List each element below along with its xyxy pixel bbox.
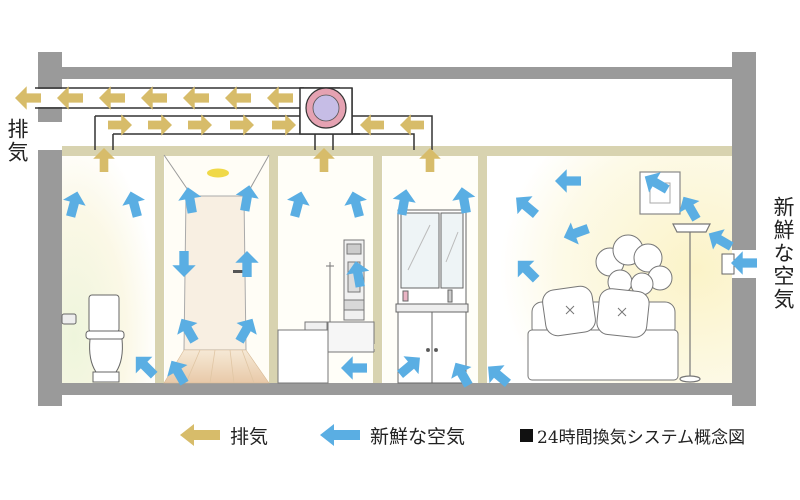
fresh-air-arrow bbox=[172, 251, 196, 277]
legend-exhaust-label: 排気 bbox=[230, 425, 269, 448]
exhaust-arrow bbox=[93, 148, 115, 172]
interior-partitions bbox=[62, 146, 732, 383]
fresh-air-arrow bbox=[731, 251, 757, 275]
fresh-air-arrow bbox=[452, 187, 476, 214]
fresh-air-arrow bbox=[287, 191, 310, 218]
supply-duct-right bbox=[352, 115, 433, 150]
sofa-icon bbox=[527, 285, 679, 381]
fresh-air-arrow bbox=[451, 362, 473, 388]
floor-vent-icon bbox=[374, 344, 382, 365]
fresh-air-arrow bbox=[178, 187, 202, 214]
fresh-air-arrow bbox=[63, 191, 86, 218]
fresh-air-arrow bbox=[341, 356, 367, 380]
ceiling-lamp-icon bbox=[207, 168, 229, 178]
left-wall-lower bbox=[38, 150, 62, 406]
supply-duct-middle bbox=[314, 134, 334, 150]
exhaust-arrow bbox=[400, 114, 424, 136]
fresh-air-arrow bbox=[235, 185, 259, 212]
roof-beam bbox=[38, 67, 754, 79]
fresh-air-arrow bbox=[346, 261, 370, 288]
partition-1 bbox=[155, 155, 164, 383]
exhaust-arrow bbox=[267, 86, 293, 110]
exhaust-arrow-icon bbox=[180, 424, 220, 446]
fresh-air-arrow bbox=[516, 196, 539, 218]
fresh-air-arrows bbox=[63, 169, 757, 388]
fresh-air-arrow bbox=[644, 172, 670, 194]
fresh-air-arrow bbox=[235, 318, 257, 344]
legend-fresh-air: 新鮮な空気 bbox=[318, 420, 465, 450]
exhaust-arrow bbox=[188, 114, 212, 136]
fresh-air-arrow bbox=[167, 360, 189, 386]
fresh-air-arrow bbox=[555, 169, 581, 193]
exhaust-arrow bbox=[225, 86, 251, 110]
fresh-air-arrow bbox=[708, 229, 734, 251]
exhaust-arrow bbox=[313, 148, 335, 172]
fresh-air-arrow bbox=[392, 189, 416, 216]
partition-3 bbox=[373, 155, 382, 383]
fresh-air-arrow bbox=[177, 318, 199, 344]
toilet-icon bbox=[61, 294, 125, 383]
partition-4 bbox=[478, 155, 487, 383]
fresh-air-arrow bbox=[344, 191, 367, 218]
partition-2 bbox=[269, 155, 278, 383]
hallway bbox=[163, 154, 270, 384]
exhaust-arrow bbox=[183, 86, 209, 110]
ventilation-fan-icon bbox=[299, 87, 353, 135]
fresh-air-arrow bbox=[517, 260, 540, 283]
fresh-air-arrow-icon bbox=[320, 424, 360, 446]
fresh-air-arrow bbox=[235, 251, 259, 277]
exhaust-arrows bbox=[15, 86, 441, 172]
house-structure bbox=[38, 52, 756, 406]
fresh-air-arrow bbox=[135, 356, 158, 379]
exhaust-arrow bbox=[15, 86, 41, 110]
exhaust-arrow bbox=[141, 86, 167, 110]
exhaust-side-label: 排気 bbox=[5, 118, 29, 164]
legend-fresh-label: 新鮮な空気 bbox=[370, 425, 466, 448]
exhaust-arrow bbox=[360, 114, 384, 136]
exhaust-arrow bbox=[419, 148, 441, 172]
floor-slab bbox=[38, 383, 756, 395]
exhaust-arrow bbox=[230, 114, 254, 136]
left-wall-upper bbox=[38, 52, 62, 122]
legend-exhaust: 排気 bbox=[178, 420, 268, 450]
exhaust-arrow bbox=[272, 114, 296, 136]
title-square-icon bbox=[520, 428, 533, 442]
exhaust-arrow bbox=[57, 86, 83, 110]
fresh-air-arrow bbox=[679, 196, 701, 222]
fresh-air-arrow bbox=[397, 356, 420, 378]
fresh-air-arrow bbox=[488, 365, 511, 387]
diagram-title: 24時間換気システム概念図 bbox=[520, 420, 745, 450]
exhaust-arrow bbox=[148, 114, 172, 136]
fresh-air-arrow bbox=[563, 222, 590, 245]
exhaust-arrow bbox=[108, 114, 132, 136]
bathroom-fixtures bbox=[277, 239, 375, 384]
ceiling-beam bbox=[62, 146, 732, 156]
right-wall-upper bbox=[732, 52, 756, 250]
floor-lamp-icon bbox=[672, 223, 711, 383]
diagram-title-text: 24時間換気システム概念図 bbox=[537, 427, 746, 448]
fresh-air-arrow bbox=[122, 191, 145, 218]
exhaust-arrow bbox=[99, 86, 125, 110]
exhaust-duct bbox=[35, 87, 304, 150]
door-handle bbox=[233, 270, 243, 273]
fresh-air-side-label: 新鮮な空気 bbox=[771, 196, 795, 311]
